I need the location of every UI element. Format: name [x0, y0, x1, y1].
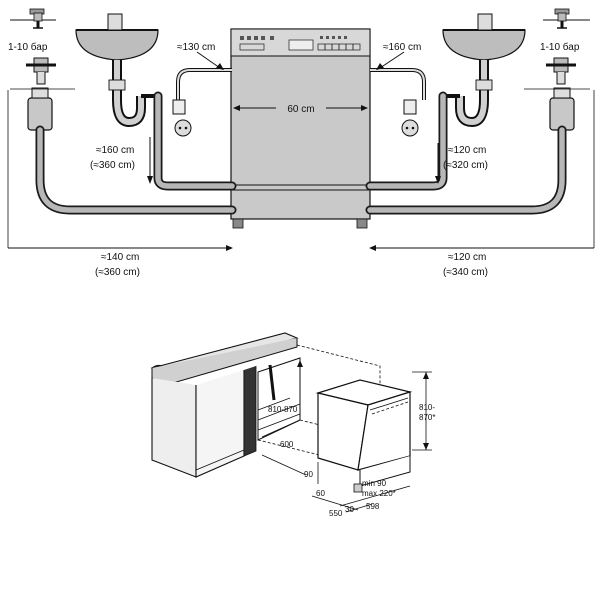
dim-550-label: 550: [329, 509, 343, 518]
plinth-min-label: min 90: [362, 479, 387, 488]
inlet-hose-left: [35, 125, 237, 215]
drain-hose-left: [153, 91, 237, 191]
connection-diagram: 60 cm 1-10 бар 1-10 бар: [7, 8, 595, 278]
dim-598-label: 598: [366, 502, 380, 511]
power-cable-left: [172, 68, 232, 137]
inlet-length-left-alt: (≈360 cm): [95, 267, 140, 278]
pressure-label-right: 1-10 бар: [540, 41, 580, 53]
dishwasher-front: [230, 28, 371, 229]
dim-30-label: 30: [345, 505, 354, 514]
stop-valve-left: [26, 57, 56, 131]
inlet-hose-right: [365, 125, 567, 215]
sink-right: [442, 13, 526, 128]
water-tap-right: [543, 8, 590, 29]
dim-60-label: 60: [316, 489, 325, 498]
inlet-length-left: ≈140 cm: [101, 252, 139, 263]
drain-length-right: ≈120 cm: [448, 145, 486, 156]
pressure-label-left: 1-10 бар: [8, 41, 48, 53]
plinth-height-label: 90: [304, 470, 313, 479]
unit-height-label-a: 810-: [419, 403, 435, 412]
sink-left: [75, 13, 159, 128]
cable-length-right: ≈160 cm: [383, 42, 421, 53]
drain-length-left: ≈160 cm: [96, 145, 134, 156]
water-tap-left: [10, 8, 56, 29]
width-dimension: 60 cm: [233, 104, 368, 115]
drain-length-left-alt: (≈360 cm): [90, 160, 135, 171]
niche-depth-label: 600: [280, 440, 294, 449]
inlet-length-right-alt: (≈340 cm): [443, 267, 488, 278]
inlet-length-right: ≈120 cm: [448, 252, 486, 263]
width-label: 60 cm: [287, 104, 314, 115]
power-cable-right: [370, 68, 426, 137]
dishwasher-unit: [315, 379, 413, 493]
cable-length-left: ≈130 cm: [177, 42, 215, 53]
stop-valve-right: [546, 57, 576, 131]
built-in-diagram: 810-870 600 90 min 90 max 220* 60 30 550…: [150, 332, 435, 518]
drain-length-right-alt: (≈320 cm): [443, 160, 488, 171]
drain-hose-right: [365, 91, 448, 191]
unit-height-label-b: 870*: [419, 413, 435, 422]
plinth-max-label: max 220*: [362, 489, 396, 498]
niche-height-label: 810-870: [268, 405, 298, 414]
